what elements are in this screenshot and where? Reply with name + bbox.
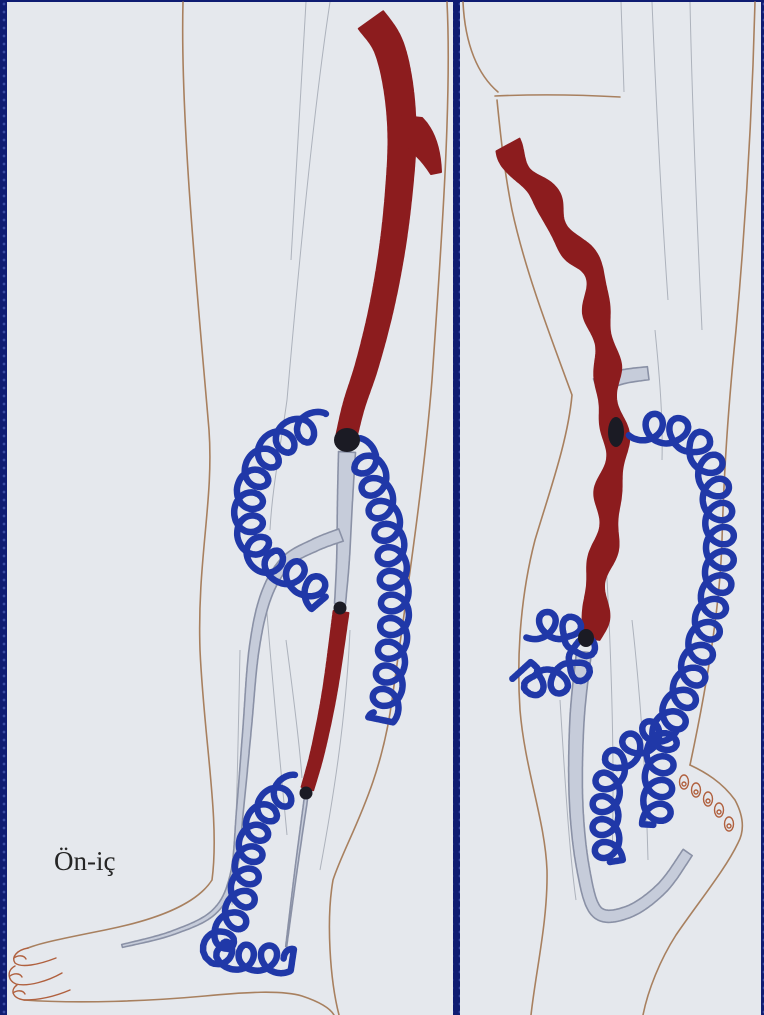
junction-node (334, 602, 347, 615)
junction-node (334, 428, 360, 452)
junction-node (300, 787, 313, 800)
right-panel-group (460, 2, 761, 1015)
view-label: Ön-iç (54, 846, 115, 877)
junction-node (578, 629, 594, 647)
junction-node (608, 417, 624, 447)
